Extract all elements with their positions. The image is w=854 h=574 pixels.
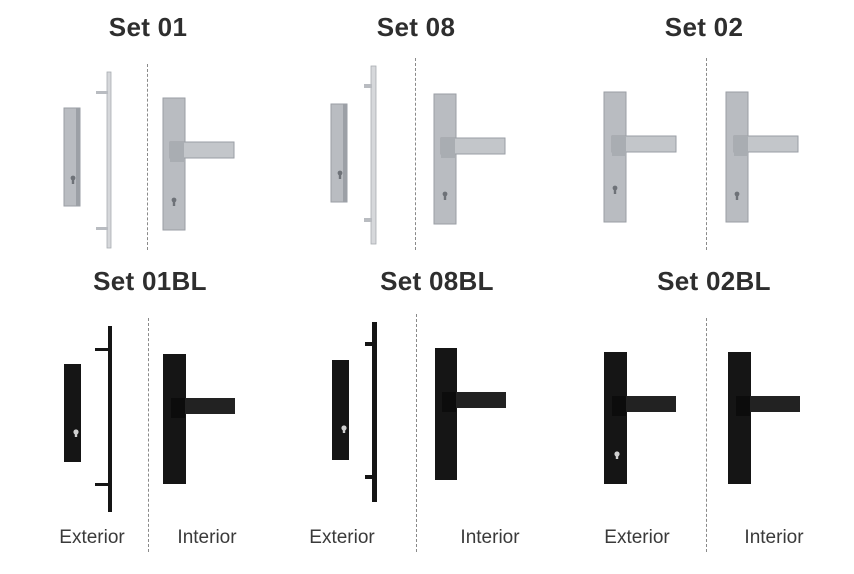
exterior-lever-handle-icon <box>603 91 677 223</box>
set-08bl-illustration <box>332 322 506 502</box>
set-title-set-01bl: Set 01BL <box>93 266 207 296</box>
label-exterior-set-08bl: Exterior <box>309 527 375 548</box>
set-title-set-02bl: Set 02BL <box>657 266 771 296</box>
exterior-pull-handle-icon <box>95 326 112 512</box>
set-title-set-08bl: Set 08BL <box>380 266 494 296</box>
divider-set-01 <box>147 64 148 250</box>
exterior-pull-handle-icon <box>96 71 112 249</box>
set-title-set-01: Set 01 <box>108 12 188 42</box>
exterior-cylinder-plate-icon <box>330 103 348 203</box>
label-exterior-set-01bl: Exterior <box>59 527 125 548</box>
divider-set-01bl <box>148 318 149 552</box>
exterior-pull-handle-icon <box>365 322 377 502</box>
interior-lever-handle-icon <box>725 91 799 223</box>
exterior-pull-handle-icon <box>364 65 377 245</box>
interior-lever-handle-icon <box>728 352 800 484</box>
exterior-lever-handle-icon <box>604 352 676 484</box>
label-interior-set-01bl: Interior <box>177 527 237 548</box>
interior-lever-handle-icon <box>435 348 506 480</box>
divider-set-02 <box>706 58 707 250</box>
divider-set-08bl <box>416 314 417 552</box>
set-02bl-illustration <box>604 352 800 484</box>
set-title-set-08: Set 08 <box>376 12 456 42</box>
interior-lever-handle-icon <box>162 97 235 231</box>
label-exterior-set-02bl: Exterior <box>604 527 670 548</box>
divider-set-02bl <box>706 318 707 552</box>
interior-lever-handle-icon <box>433 93 506 225</box>
label-interior-set-08bl: Interior <box>460 527 520 548</box>
set-01-illustration <box>63 71 235 249</box>
interior-lever-handle-icon <box>163 354 235 484</box>
exterior-cylinder-plate-icon <box>332 360 349 460</box>
set-title-set-02: Set 02 <box>664 12 744 42</box>
exterior-cylinder-plate-icon <box>64 364 81 462</box>
set-01bl-illustration <box>64 326 235 512</box>
label-interior-set-02bl: Interior <box>744 527 804 548</box>
exterior-cylinder-plate-icon <box>63 107 81 207</box>
divider-set-08 <box>415 58 416 250</box>
set-08-illustration <box>330 65 506 245</box>
set-02-illustration <box>603 91 799 223</box>
